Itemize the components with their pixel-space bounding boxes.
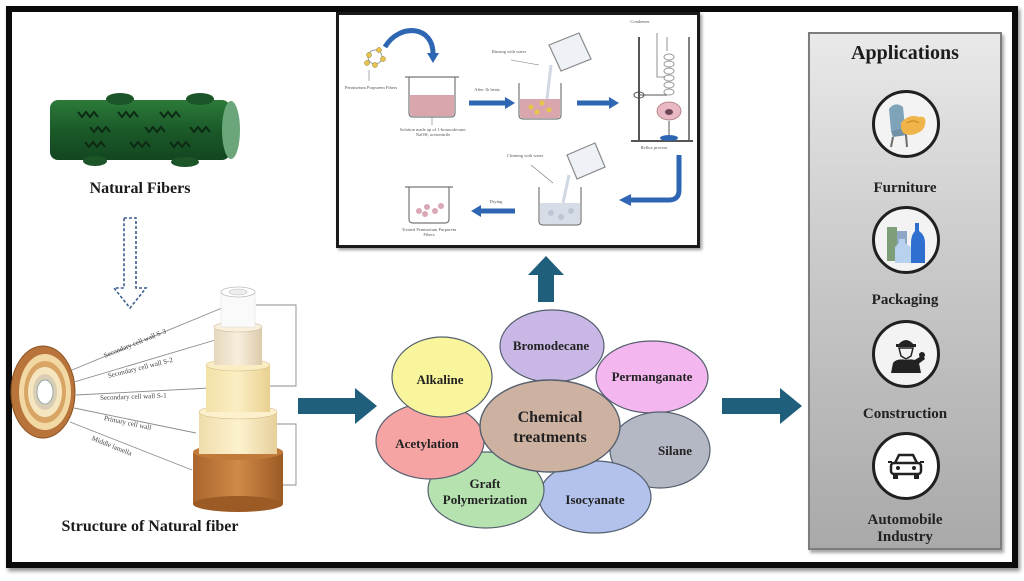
automobile-line-1: Automobile: [867, 512, 943, 528]
petal-alkaline: [391, 336, 493, 418]
result-label: Treated Pennisetum Purpurem Fibers: [401, 227, 457, 237]
process-illustration: [364, 28, 693, 226]
center-line-1: Chemical: [517, 409, 583, 426]
treatment-acetylation: Acetylation: [395, 436, 459, 451]
automobile-line-2: Industry: [877, 529, 933, 545]
treatment-alkaline: Alkaline: [416, 372, 464, 387]
arrow-up-to-process-icon: [528, 256, 564, 302]
construction-worker-icon: [872, 320, 940, 388]
treatment-bromodecane: Bromodecane: [512, 338, 590, 353]
structure-label: Structure of Natural fiber: [61, 518, 239, 535]
flow-arrows: [298, 256, 802, 424]
beaker-solution-icon: [405, 76, 459, 118]
beaker-treated-fibers-icon: [405, 186, 453, 224]
treatment-permanganate: Permanganate: [611, 369, 693, 384]
fiber-label: Pennisetum Purpurem Fibers: [344, 85, 398, 90]
treatment-isocyanate: Isocyanate: [565, 492, 625, 507]
application-automobile-industry: Automobile Industry: [810, 512, 1000, 546]
graft-line-1: Graft: [469, 476, 501, 491]
layer-leader-lines: [69, 304, 297, 486]
natural-fibers-label: Natural Fibers: [89, 180, 191, 197]
application-construction: Construction: [862, 406, 948, 422]
cleaning-label: Cleaning with water: [506, 153, 544, 158]
heat-step-label: After 1h heats: [474, 87, 500, 92]
treatment-silane: Silane: [658, 443, 692, 458]
solution-label: Solution made up of 1-bromodecane, NaOH,…: [399, 127, 467, 137]
chemical-treatments-center: Chemical treatments: [500, 408, 600, 448]
condenser-label: Condenser: [630, 19, 650, 24]
applications-panel: Applications Furniture Packaging: [808, 32, 1002, 550]
fiber-cluster-icon: [364, 47, 386, 68]
reflux-apparatus-icon: [631, 33, 693, 142]
rinse-label: Rinsing with water: [491, 49, 527, 54]
application-packaging: Packaging: [871, 292, 939, 308]
treatment-graft-polymerization: Graft Polymerization: [430, 476, 540, 508]
fiber-layer-stack-icon: [193, 286, 283, 512]
natural-fiber-log-icon: [50, 93, 240, 167]
treatment-flower: [375, 309, 711, 534]
drying-label: Drying: [489, 199, 503, 204]
dashed-down-arrow-icon: [112, 217, 148, 310]
arrow-right-to-applications-icon: [722, 388, 802, 424]
fiber-cross-section-icon: [10, 345, 76, 439]
application-furniture: Furniture: [873, 180, 937, 196]
center-line-2: treatments: [513, 429, 587, 446]
beaker-cleaning-icon: [538, 142, 606, 226]
bottles-icon: [872, 206, 940, 274]
arrow-right-to-treatments-icon: [298, 388, 377, 424]
reflux-label: Reflux process: [640, 145, 668, 150]
applications-title: Applications: [851, 42, 959, 64]
bromodecane-process-panel: Pennisetum Purpurem Fibers Solution made…: [336, 12, 700, 248]
armchair-icon: [872, 90, 940, 158]
beaker-rinse-icon: [518, 32, 592, 120]
car-icon: [872, 432, 940, 500]
graft-line-2: Polymerization: [442, 492, 528, 507]
petal-center-chemical-treatments: [479, 379, 621, 473]
